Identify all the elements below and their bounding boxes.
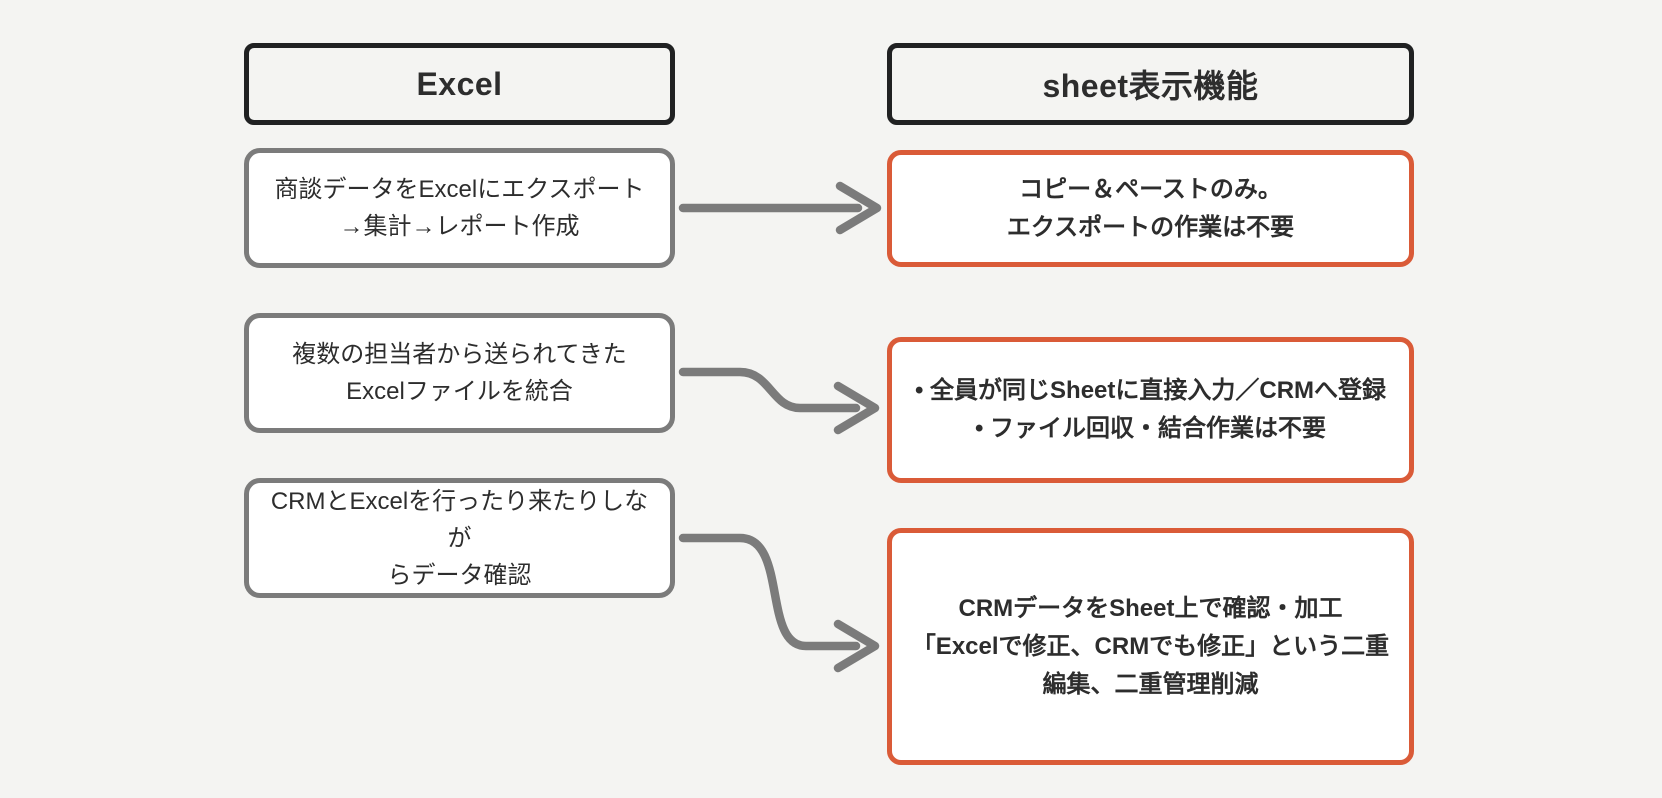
- arrow-2-head: [833, 381, 880, 435]
- arrow-1: [678, 181, 882, 235]
- excel-item-crm-back-and-forth: CRMとExcelを行ったり来たりしなが らデータ確認: [244, 478, 675, 598]
- excel-item-merge-files: 複数の担当者から送られてきた Excelファイルを統合: [244, 313, 675, 433]
- arrow-2: [678, 367, 880, 435]
- arrow-3-head: [833, 619, 880, 673]
- sheet-item-crm-data-on-sheet: CRMデータをSheet上で確認・加工 「Excelで修正、CRMでも修正」とい…: [887, 528, 1414, 765]
- arrow-1-head: [835, 181, 882, 235]
- arrow-2-shaft: [678, 367, 861, 413]
- arrow-3: [678, 533, 880, 673]
- sheet-item-direct-input: • 全員が同じSheetに直接入力／CRMへ登録 • ファイル回収・結合作業は不…: [887, 337, 1414, 483]
- excel-item-export-report: 商談データをExcelにエクスポート →集計→レポート作成: [244, 148, 675, 268]
- excel-column-header: Excel: [244, 43, 675, 125]
- arrow-3-shaft: [678, 533, 861, 651]
- sheet-column-header: sheet表示機能: [887, 43, 1414, 125]
- sheet-item-copy-paste-only: コピー＆ペーストのみ。 エクスポートの作業は不要: [887, 150, 1414, 267]
